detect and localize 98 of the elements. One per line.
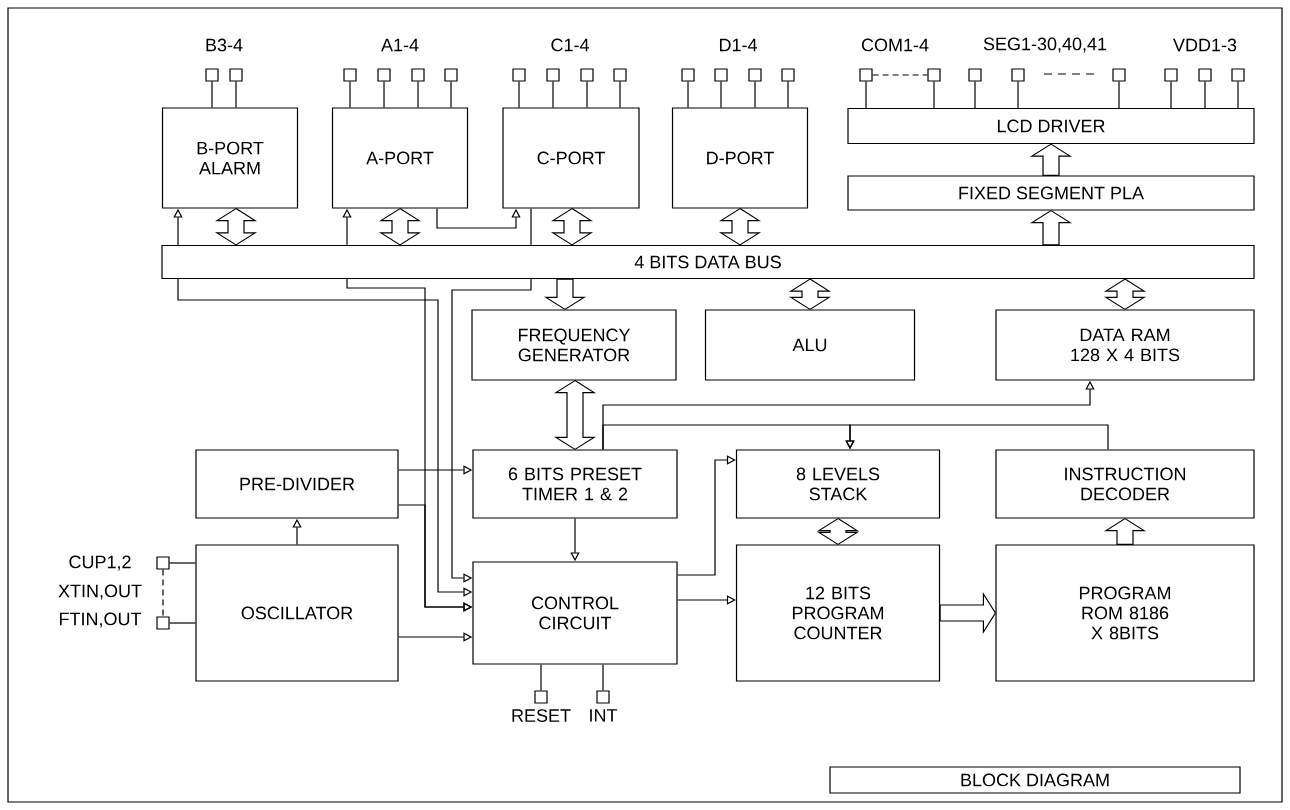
pin-square bbox=[377, 68, 391, 82]
block-box: DATA RAM 128 X 4 BITS bbox=[995, 309, 1255, 381]
pin-square bbox=[343, 68, 357, 82]
pin-square bbox=[1164, 68, 1178, 82]
connector-line bbox=[865, 81, 867, 109]
block-box: A-PORT bbox=[331, 107, 469, 209]
arrow bbox=[677, 455, 736, 576]
bus-arrow bbox=[1029, 209, 1073, 246]
pin-label: CUP1,2 bbox=[69, 555, 131, 571]
block-box: 6 BITS PRESET TIMER 1 & 2 bbox=[472, 449, 678, 519]
pin-square bbox=[156, 616, 170, 630]
connector-line bbox=[1237, 81, 1239, 109]
pin-label: XTIN,OUT bbox=[58, 584, 142, 600]
arrow bbox=[845, 424, 1109, 450]
title-box: BLOCK DIAGRAM bbox=[829, 766, 1241, 794]
pin-square bbox=[205, 68, 219, 82]
pin-label: B3-4 bbox=[206, 38, 243, 52]
connector-line bbox=[450, 81, 452, 108]
connector-line bbox=[933, 81, 935, 109]
block-box: PROGRAM ROM 8186 X 8BITS bbox=[995, 544, 1255, 682]
block-box: INSTRUCTION DECODER bbox=[995, 449, 1255, 519]
block-box: PRE-DIVIDER bbox=[195, 449, 399, 519]
connector-line bbox=[720, 81, 722, 108]
dashed-line bbox=[162, 569, 164, 617]
connector-line bbox=[169, 562, 196, 564]
pin-square bbox=[1011, 68, 1025, 82]
pin-label: FTIN,OUT bbox=[60, 612, 142, 628]
pin-square bbox=[968, 68, 982, 82]
bus-arrow bbox=[1103, 517, 1147, 545]
block-box: C-PORT bbox=[502, 107, 640, 209]
connector-line bbox=[417, 81, 419, 108]
pin-label: A1-4 bbox=[381, 38, 419, 52]
pin-square bbox=[1198, 68, 1212, 82]
block-box: CONTROL CIRCUIT bbox=[472, 561, 678, 665]
connector-line bbox=[552, 81, 554, 108]
connector-line bbox=[349, 81, 351, 108]
connector-line bbox=[586, 81, 588, 108]
block-box: FREQUENCY GENERATOR bbox=[471, 309, 677, 381]
connector-line bbox=[787, 81, 789, 108]
pin-square bbox=[411, 68, 425, 82]
block-box: 8 LEVELS STACK bbox=[735, 449, 941, 519]
pin-square bbox=[444, 68, 458, 82]
block-box: LCD DRIVER bbox=[847, 107, 1255, 145]
connector-line bbox=[211, 81, 213, 108]
pin-label: SEG1-30,40,41 bbox=[983, 37, 1107, 53]
bus-arrow bbox=[939, 591, 997, 635]
arrow bbox=[451, 278, 532, 583]
block-box: D-PORT bbox=[671, 107, 809, 209]
connector-line bbox=[602, 664, 604, 691]
arrow bbox=[436, 208, 521, 229]
pin-label: COM1-4 bbox=[861, 38, 929, 52]
block-box: B-PORT ALARM bbox=[161, 107, 299, 209]
block-box: ALU bbox=[704, 309, 916, 381]
pin-square bbox=[512, 68, 526, 82]
pin-square bbox=[596, 690, 610, 704]
pin-square bbox=[1112, 68, 1126, 82]
connector-line bbox=[1170, 81, 1172, 109]
pin-square bbox=[859, 68, 873, 82]
block-box: 12 BITS PROGRAM COUNTER bbox=[735, 544, 941, 682]
pin-square bbox=[580, 68, 594, 82]
pin-label: D1-4 bbox=[720, 38, 757, 52]
pin-square bbox=[613, 68, 627, 82]
connector-line bbox=[1017, 81, 1019, 109]
connector-line bbox=[518, 81, 520, 108]
connector-line bbox=[530, 208, 532, 246]
pin-label: RESET bbox=[512, 709, 571, 722]
pin-square bbox=[681, 68, 695, 82]
connector-line bbox=[540, 664, 542, 691]
pin-square bbox=[546, 68, 560, 82]
connector-line bbox=[169, 622, 196, 624]
pin-label: VDD1-3 bbox=[1173, 38, 1237, 52]
connector-line bbox=[687, 81, 689, 108]
bus-bar: 4 BITS DATA BUS bbox=[161, 244, 1255, 280]
pin-square bbox=[927, 68, 941, 82]
bus-arrow bbox=[1103, 278, 1147, 311]
connector-line bbox=[235, 81, 237, 108]
connector-line bbox=[383, 81, 385, 108]
connector-line bbox=[754, 81, 756, 108]
pin-label: INT bbox=[590, 709, 618, 722]
connector-line bbox=[619, 81, 621, 108]
pin-square bbox=[156, 556, 170, 570]
block-box: FIXED SEGMENT PLA bbox=[847, 175, 1255, 211]
pin-square bbox=[229, 68, 243, 82]
pin-square bbox=[781, 68, 795, 82]
pin-label: C1-4 bbox=[551, 38, 589, 52]
connector-line bbox=[1118, 81, 1120, 109]
pin-square bbox=[748, 68, 762, 82]
dashed-line bbox=[872, 74, 928, 76]
pin-square bbox=[714, 68, 728, 82]
pin-square bbox=[534, 690, 548, 704]
pin-square bbox=[1231, 68, 1245, 82]
connector-line bbox=[974, 81, 976, 109]
block-box: OSCILLATOR bbox=[195, 544, 399, 682]
connector-line bbox=[1204, 81, 1206, 109]
bus-arrow bbox=[1029, 143, 1073, 176]
bus-arrow bbox=[543, 278, 587, 311]
arrow bbox=[677, 595, 736, 605]
bus-arrow bbox=[788, 278, 832, 311]
